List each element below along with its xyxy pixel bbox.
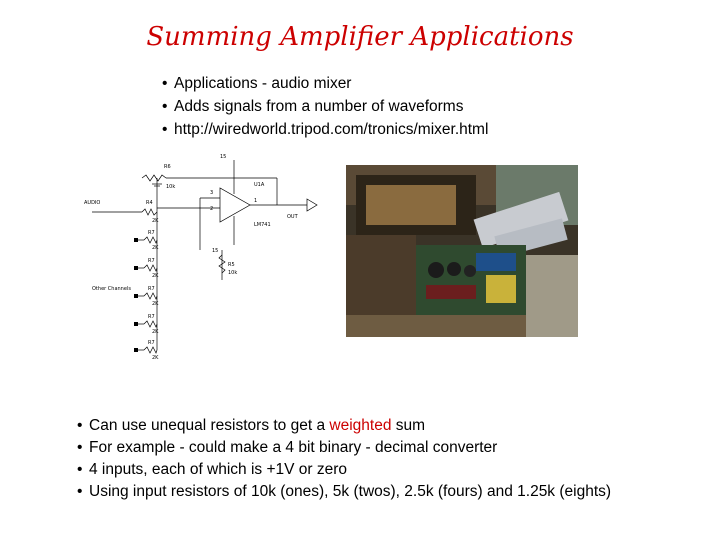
schematic-label: R6 [164,164,171,170]
schematic-label: 10k [166,184,175,190]
schematic-label: 2K [152,301,159,307]
bullet-item: • 4 inputs, each of which is +1V or zero [77,459,611,481]
bottom-bullet-list: • Can use unequal resistors to get a weig… [77,415,611,503]
highlight-text: weighted [329,417,392,434]
schematic-label: 3 [210,190,213,196]
schematic-label: 2 [210,206,213,212]
schematic-label: 2K [152,355,159,361]
schematic-label: 15 [220,154,226,160]
schematic-label: R7 [148,286,155,292]
mixer-circuit-photo [346,165,578,337]
schematic-label: OUT [287,214,299,220]
schematic-label: R4 [146,200,153,206]
schematic-label: R5 [228,262,235,268]
bullet-text: sum [391,417,426,434]
schematic-label: 1 [254,198,257,204]
bullet-dot: • [162,98,168,115]
schematic-label: U1A [254,182,265,188]
bullet-text: Using input resistors of 10k (ones), 5k … [89,483,612,500]
bullet-item: • Adds signals from a number of waveforms [162,95,488,118]
bullet-dot: • [77,439,83,456]
bullet-text: Adds signals from a number of waveforms [174,98,464,115]
schematic-label: R7 [148,314,155,320]
bullet-item: • Using input resistors of 10k (ones), 5k… [77,481,611,503]
schematic-label: R7 [148,230,155,236]
bullet-item: • Can use unequal resistors to get a weig… [77,415,611,437]
bullet-link-text[interactable]: http://wiredworld.tripod.com/tronics/mix… [174,121,489,138]
schematic-label: 2K [152,329,159,335]
schematic-label: 2K [152,273,159,279]
bullet-item: • For example - could make a 4 bit binary… [77,437,611,459]
bullet-text: Applications - audio mixer [174,75,352,92]
bullet-text: 4 inputs, each of which is +1V or zero [89,461,348,478]
slide-title: Summing Amplifier Applications [146,22,574,52]
summing-amplifier-schematic: R6 10k 15 U1A LM741 AUDIO R4 2K 15 R5 10… [84,154,318,361]
schematic-label: AUDIO [84,200,100,206]
bullet-text: Can use unequal resistors to get a [89,417,330,434]
schematic-label: R7 [148,340,155,346]
bullet-dot: • [162,75,168,92]
schematic-label: LM741 [254,222,271,228]
bullet-dot: • [77,483,83,500]
bullet-dot: • [77,461,83,478]
schematic-label: R7 [148,258,155,264]
bullet-text: For example - could make a 4 bit binary … [89,439,498,456]
schematic-label: Other Channels [92,286,131,292]
schematic-label: 10k [228,270,237,276]
bullet-dot: • [77,417,83,434]
bullet-dot: • [162,121,168,138]
top-bullet-list: • Applications - audio mixer • Adds signal… [162,72,488,141]
schematic-label: 15 [212,248,218,254]
schematic-label: 2K [152,245,159,251]
schematic-label: 2K [152,218,159,224]
bullet-item: • http://wiredworld.tripod.com/tronics/mi… [162,118,488,141]
bullet-item: • Applications - audio mixer [162,72,488,95]
